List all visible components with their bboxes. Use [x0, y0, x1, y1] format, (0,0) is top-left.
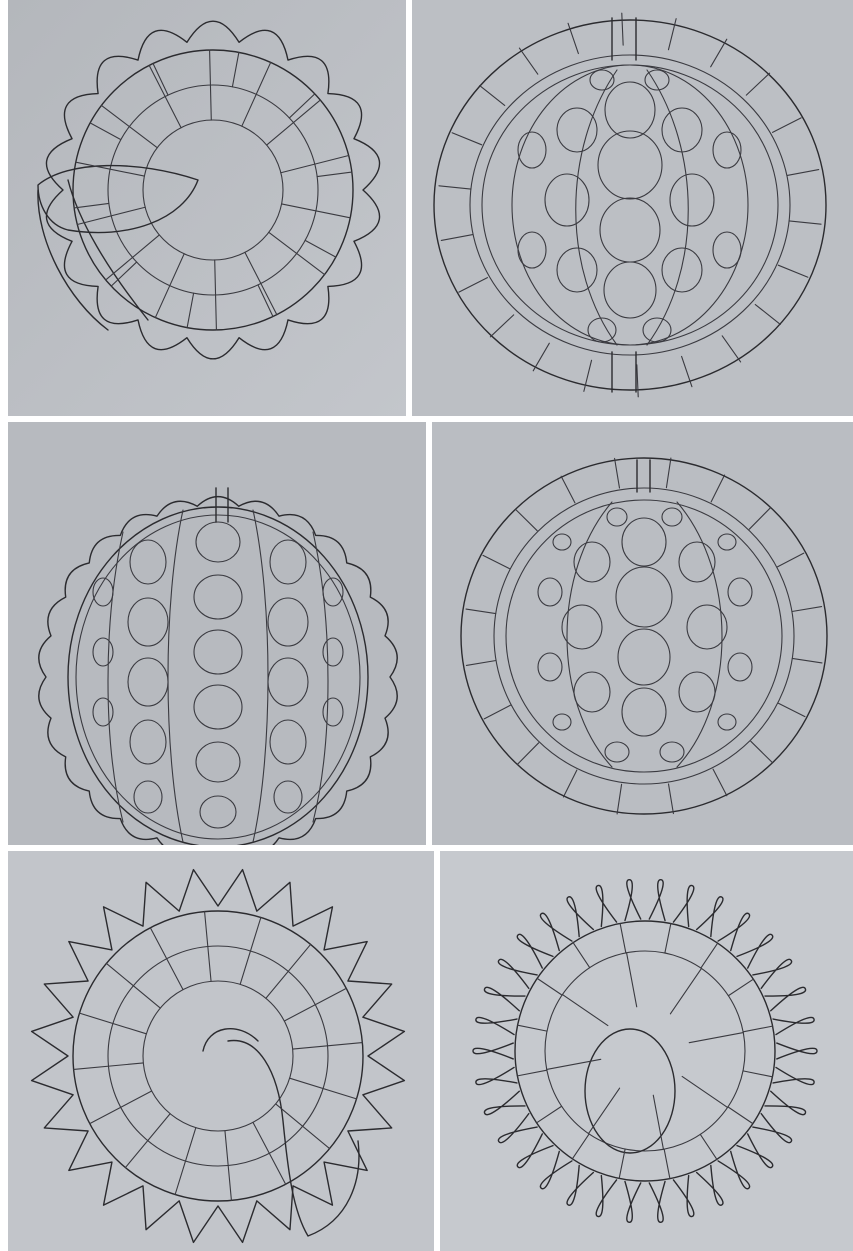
- spiral-shell-scalloped-drawing: [8, 0, 406, 416]
- drawing-panel-spiral-shell-scalloped: [8, 0, 406, 416]
- drawing-panel-segmented-ring-pebbles-dense: [432, 422, 853, 845]
- drawing-panel-disc-wavy-tentacles: [440, 851, 853, 1251]
- segmented-ring-pebbles-dense-drawing: [432, 422, 853, 845]
- drawing-panel-segmented-ring-pebbles: [412, 0, 853, 416]
- drawing-panel-spiral-shell-spiked: [8, 851, 434, 1251]
- spiral-shell-spiked-drawing: [8, 851, 434, 1251]
- segmented-ring-pebbles-drawing: [412, 0, 853, 416]
- scalloped-disc-rows-drawing: [8, 422, 426, 845]
- disc-wavy-tentacles-drawing: [440, 851, 853, 1251]
- drawing-panel-scalloped-disc-rows: [8, 422, 426, 845]
